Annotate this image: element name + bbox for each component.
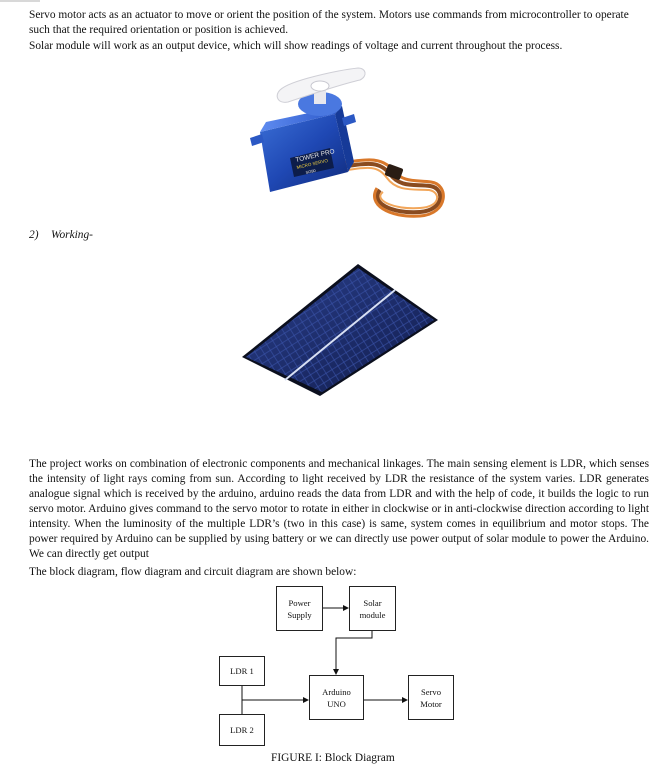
section-title: Working-	[51, 229, 93, 241]
servo-part-label: SG90	[305, 168, 317, 175]
figure-caption: FIGURE I: Block Diagram	[271, 752, 395, 764]
ldr1-block: LDR 1	[219, 656, 265, 686]
solar-paragraph: Solar module will work as an output devi…	[29, 40, 563, 52]
servo-motor-block: Servo Motor	[408, 675, 454, 720]
section-heading: 2) Working-	[29, 228, 649, 243]
solar-panel-image	[240, 262, 440, 398]
arduino-block: Arduino UNO	[309, 675, 364, 720]
power-supply-block: Power Supply	[276, 586, 323, 631]
page-top-rule	[0, 0, 40, 2]
servo-paragraph: Servo motor acts as an actuator to move …	[29, 9, 629, 36]
solar-to-arduino-arrow	[333, 631, 373, 675]
section-number: 2)	[29, 229, 39, 241]
working-paragraph: The project works on combination of elec…	[29, 458, 649, 560]
ldr2-block: LDR 2	[219, 714, 265, 746]
diagrams-intro: The block diagram, flow diagram and circ…	[29, 566, 357, 578]
servo-motor-image: TOWER PRO MICRO SERVO SG90	[230, 62, 450, 222]
solar-module-block: Solar module	[349, 586, 396, 631]
block-diagram: Power Supply Solar module LDR 1 Arduino …	[210, 580, 470, 770]
